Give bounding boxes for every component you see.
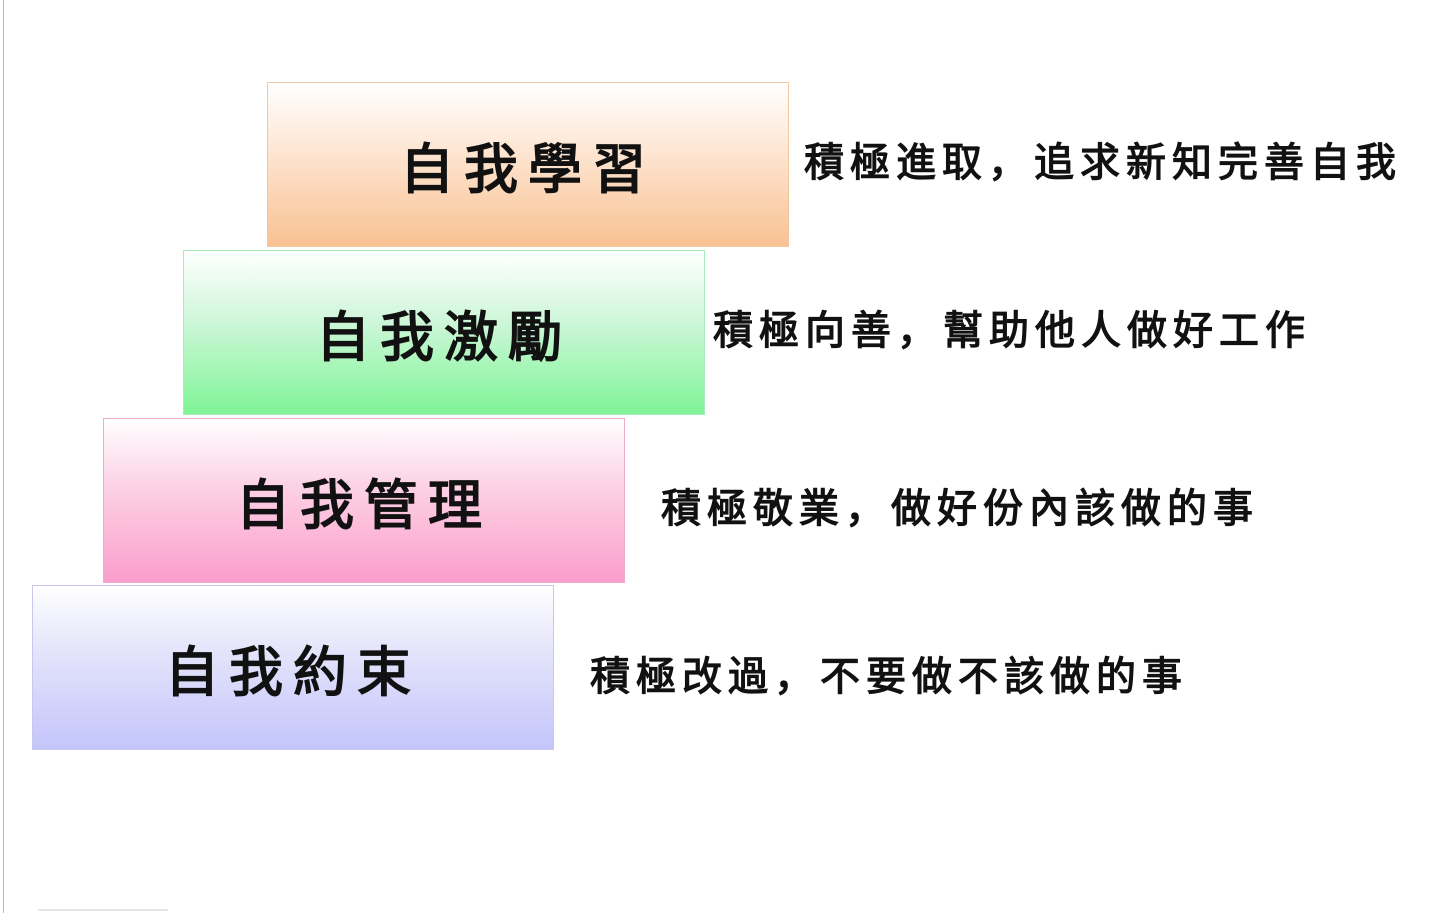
step-self-learning: 自我學習 [267, 82, 789, 247]
step-self-motivation: 自我激勵 [183, 250, 705, 415]
step-label: 自我約束 [165, 640, 421, 704]
step-description: 積極向善，幫助他人做好工作 [713, 307, 1311, 354]
step-label: 自我學習 [400, 137, 656, 201]
bottom-divider [38, 909, 168, 911]
step-description: 積極敬業，做好份內該做的事 [661, 485, 1259, 532]
step-label: 自我激勵 [316, 305, 572, 369]
step-self-management: 自我管理 [103, 418, 625, 583]
step-self-discipline: 自我約束 [32, 585, 554, 750]
step-description: 積極改過，不要做不該做的事 [590, 653, 1188, 700]
step-description: 積極進取，追求新知完善自我 [804, 139, 1402, 186]
step-label: 自我管理 [236, 473, 492, 537]
left-border-line [3, 0, 4, 913]
